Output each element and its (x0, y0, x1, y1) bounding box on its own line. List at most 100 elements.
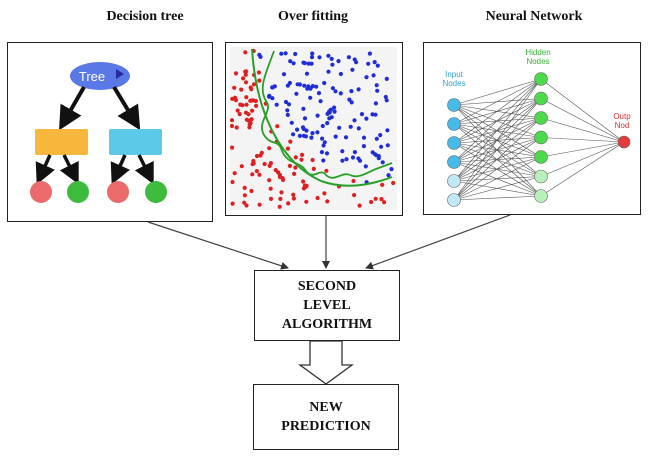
neural-network-panel: Input Nodes Hidden Nodes Outp Nod (423, 42, 641, 215)
scatter-point-blue (333, 134, 338, 139)
scatter-point-red (369, 199, 374, 205)
scatter-point-red (277, 204, 282, 209)
scatter-point-blue (297, 82, 302, 87)
tree-right-node (109, 129, 162, 155)
scatter-point-red (267, 178, 272, 183)
scatter-point-blue (350, 67, 355, 72)
scatter-point-blue (289, 120, 294, 125)
output-node (617, 135, 631, 149)
input-node (447, 155, 461, 169)
scatter-point-red (299, 157, 304, 162)
scatter-point-red (250, 108, 255, 113)
scatter-point-red (244, 117, 249, 122)
neural-network-illustration: Input Nodes Hidden Nodes Outp Nod (442, 48, 631, 207)
scatter-point-blue (379, 144, 384, 149)
network-edge (453, 176, 542, 201)
scatter-point-blue (389, 167, 394, 172)
scatter-point-blue (328, 107, 333, 112)
scatter-point-red (246, 112, 251, 117)
scatter-point-blue (346, 55, 351, 60)
scatter-point-red (324, 168, 329, 173)
scatter-point-red (351, 178, 356, 184)
scatter-point-red (234, 125, 239, 130)
scatter-point-blue (340, 149, 345, 154)
scatter-point-blue (359, 112, 365, 117)
scatter-point-blue (308, 95, 313, 100)
network-edge (540, 141, 625, 158)
scatter-point-blue (329, 115, 334, 120)
over-fitting-panel (225, 42, 403, 216)
scatter-point-red (242, 200, 247, 205)
tree-leaf-red (30, 181, 52, 203)
scatter-point-red (238, 102, 243, 107)
output-node-label: Nod (615, 121, 630, 130)
scatter-point-red (229, 118, 235, 123)
scatter-point-red (268, 186, 273, 191)
scatter-point-blue (329, 56, 334, 61)
scatter-point-red (352, 193, 357, 198)
scatter-point-blue (330, 86, 335, 91)
tree-edge-lr (59, 154, 79, 185)
tree-edge-rr (134, 154, 154, 185)
scatter-point-red (315, 195, 320, 201)
hidden-node (534, 72, 548, 86)
hidden-nodes-label: Nodes (526, 57, 549, 66)
scatter-point-blue (373, 101, 378, 106)
scatter-point-red (278, 196, 283, 201)
output-node-label: Outp (613, 112, 631, 121)
network-edge (453, 78, 542, 182)
scatter-point-blue (372, 152, 378, 157)
scatter-point-blue (304, 128, 309, 133)
scatter-point-red (243, 69, 248, 74)
scatter-point-blue (361, 144, 366, 149)
scatter-point-blue (308, 86, 313, 91)
scatter-point-red (232, 85, 237, 90)
scatter-point-blue (349, 89, 354, 94)
scatter-point-blue (301, 133, 306, 138)
scatter-point-blue (300, 125, 306, 130)
scatter-point-blue (356, 126, 361, 131)
tree-edge-right (112, 85, 141, 131)
scatter-point-red (287, 163, 292, 168)
scatter-point-red (280, 177, 286, 182)
scatter-point-blue (281, 72, 287, 77)
scatter-point-blue (285, 112, 290, 117)
scatter-point-red (373, 196, 378, 201)
network-edge (453, 78, 542, 163)
arrow-decision-tree (147, 221, 289, 270)
scatter-point-blue (326, 69, 331, 74)
scatter-point-blue (306, 61, 311, 66)
scatter-point-blue (336, 59, 341, 64)
scatter-point-blue (310, 131, 315, 136)
over-fitting-title: Over fitting (277, 9, 349, 24)
scatter-point-blue (317, 55, 322, 60)
scatter-point-blue (288, 59, 293, 64)
scatter-point-blue (325, 121, 330, 126)
hidden-node (534, 130, 548, 145)
scatter-point-blue (295, 127, 300, 132)
scatter-point-blue (270, 85, 275, 90)
scatter-point-red (254, 103, 259, 108)
scatter-point-red (244, 102, 249, 107)
scatter-point-red (257, 172, 262, 177)
scatter-point-blue (385, 128, 390, 133)
scatter-point-red (235, 108, 240, 113)
scatter-point-blue (354, 60, 359, 65)
scatter-point-blue (270, 96, 275, 101)
network-edge (540, 141, 625, 197)
scatter-point-blue (319, 150, 324, 155)
scatter-point-blue (326, 53, 331, 58)
scatter-point-blue (363, 164, 368, 169)
scatter-point-blue (267, 94, 272, 99)
scatter-point-red (243, 80, 249, 85)
scatter-point-blue (338, 71, 343, 77)
scatter-point-blue (293, 51, 298, 57)
scatter-point-blue (301, 60, 306, 65)
scatter-point-red (230, 179, 235, 185)
scatter-point-red (247, 125, 252, 130)
scatter-point-red (310, 157, 315, 163)
scatter-point-blue (310, 51, 315, 56)
scatter-point-blue (315, 113, 320, 118)
scatter-point-blue (274, 102, 279, 107)
scatter-point-red (243, 50, 248, 55)
